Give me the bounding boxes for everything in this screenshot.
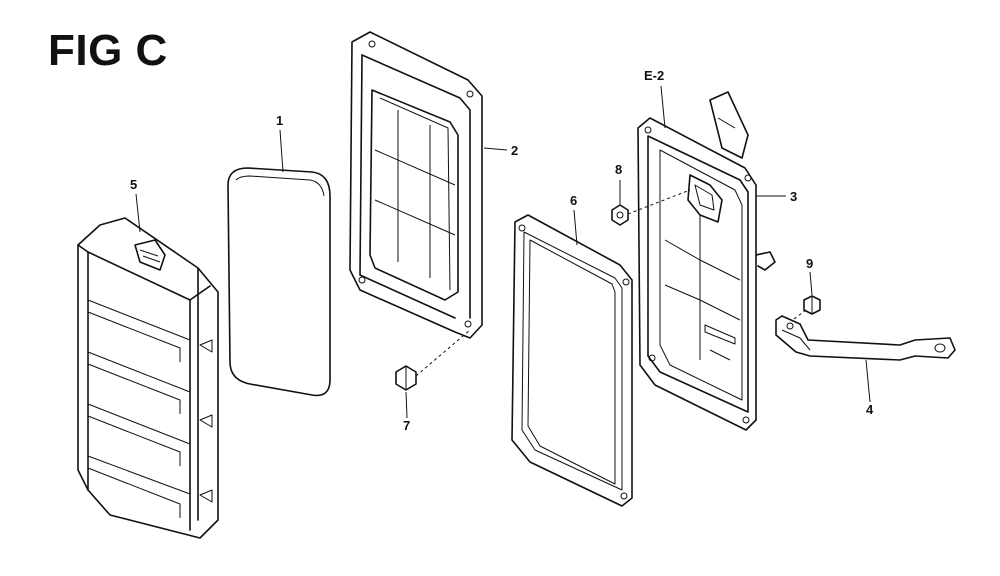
part-5-cover (77, 217, 219, 539)
svg-text:8: 8 (615, 162, 622, 177)
part-1-filter-element (227, 167, 331, 397)
part-6-gasket (511, 214, 633, 507)
svg-text:E-2: E-2 (644, 68, 664, 83)
svg-text:3: 3 (790, 189, 797, 204)
svg-text:7: 7 (403, 418, 410, 433)
callout-e2-reference: E-2 (644, 68, 666, 129)
part-2-case-frame (349, 31, 483, 339)
svg-text:9: 9 (806, 256, 813, 271)
callout-1: 1 (276, 113, 284, 173)
part-8-nut (611, 189, 691, 226)
callout-5: 5 (130, 177, 141, 233)
svg-text:4: 4 (866, 402, 874, 417)
callout-6: 6 (570, 193, 578, 246)
part-4-bracket (775, 315, 956, 361)
svg-text:2: 2 (511, 143, 518, 158)
svg-text:6: 6 (570, 193, 577, 208)
callout-8: 8 (615, 162, 622, 204)
part-3-base (637, 91, 776, 431)
figure-title: FIG C (48, 26, 168, 75)
callout-9: 9 (806, 256, 813, 296)
callout-4: 4 (865, 359, 874, 417)
part-9-bolt (789, 295, 821, 323)
callout-2: 2 (483, 143, 518, 158)
part-7-bolt (395, 329, 471, 391)
callout-7: 7 (403, 391, 410, 433)
callout-3: 3 (756, 189, 797, 204)
svg-text:1: 1 (276, 113, 283, 128)
svg-text:5: 5 (130, 177, 137, 192)
